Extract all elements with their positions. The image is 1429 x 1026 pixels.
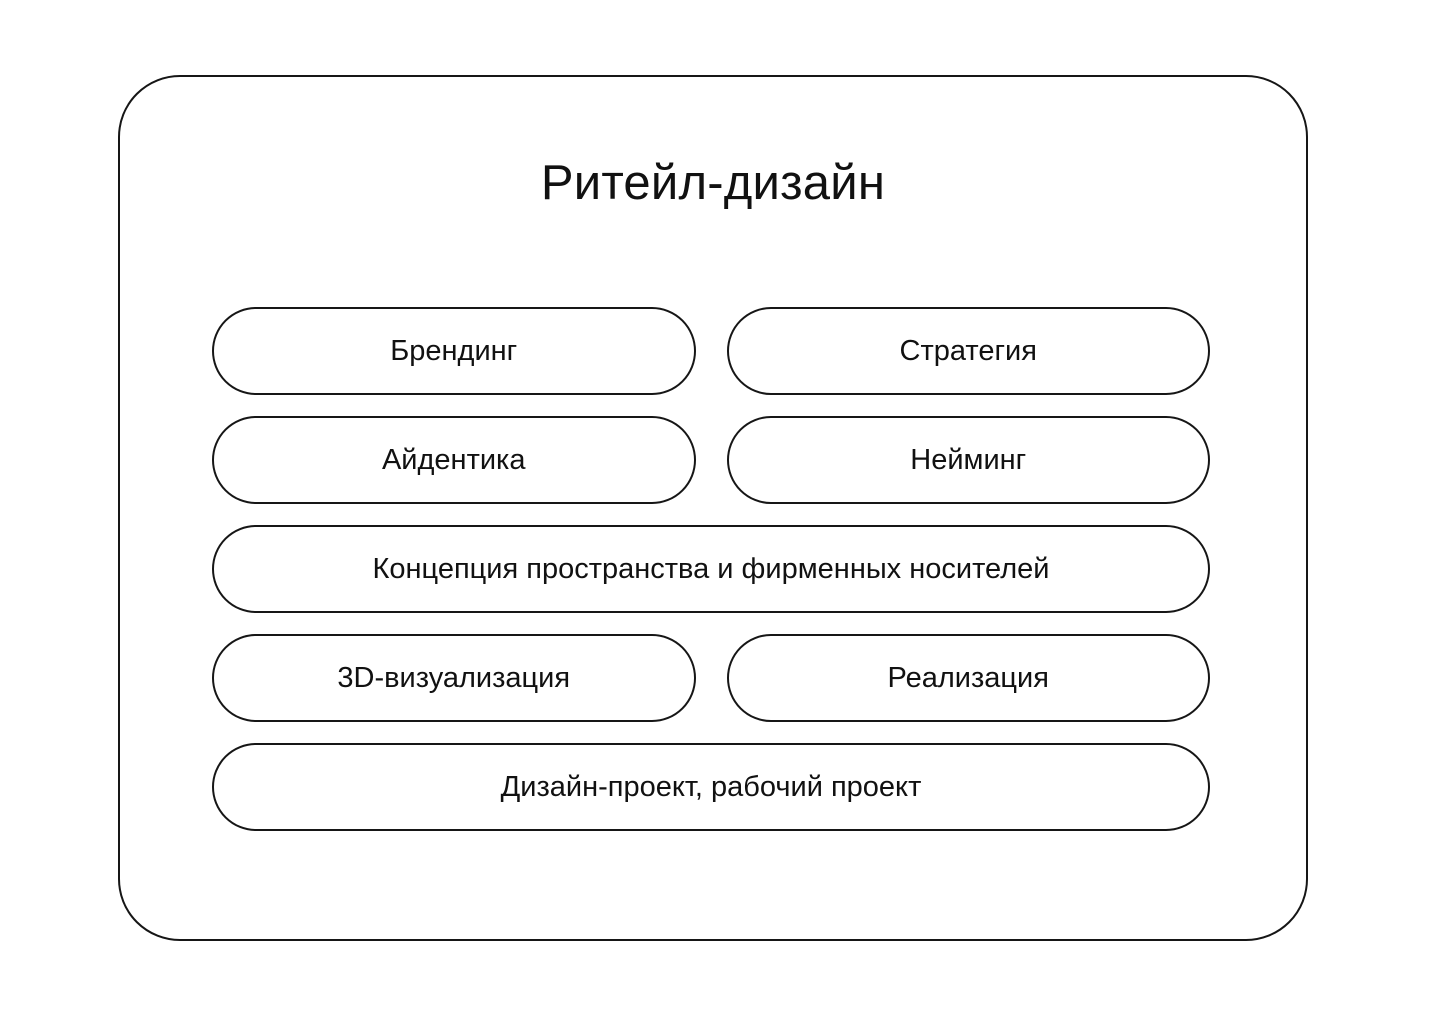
retail-design-card: Ритейл-дизайн Брендинг Стратегия Айденти… (118, 75, 1308, 941)
pill-realization: Реализация (726, 634, 1210, 722)
pill-branding: Брендинг (212, 307, 696, 395)
pill-row-1: Брендинг Стратегия (212, 307, 1210, 395)
pill-naming: Нейминг (726, 416, 1210, 504)
pill-3d-visualization: 3D-визуализация (212, 634, 696, 722)
pill-row-3: Концепция пространства и фирменных носит… (212, 525, 1210, 613)
pill-row-4: 3D-визуализация Реализация (212, 634, 1210, 722)
pill-row-5: Дизайн-проект, рабочий проект (212, 743, 1210, 831)
services-list: Брендинг Стратегия Айдентика Нейминг Кон… (212, 307, 1210, 831)
page-title: Ритейл-дизайн (540, 156, 886, 210)
pill-space-concept: Концепция пространства и фирменных носит… (212, 525, 1210, 613)
pill-row-2: Айдентика Нейминг (212, 416, 1210, 504)
pill-identity: Айдентика (212, 416, 696, 504)
pill-strategy: Стратегия (726, 307, 1210, 395)
pill-design-project: Дизайн-проект, рабочий проект (212, 743, 1210, 831)
